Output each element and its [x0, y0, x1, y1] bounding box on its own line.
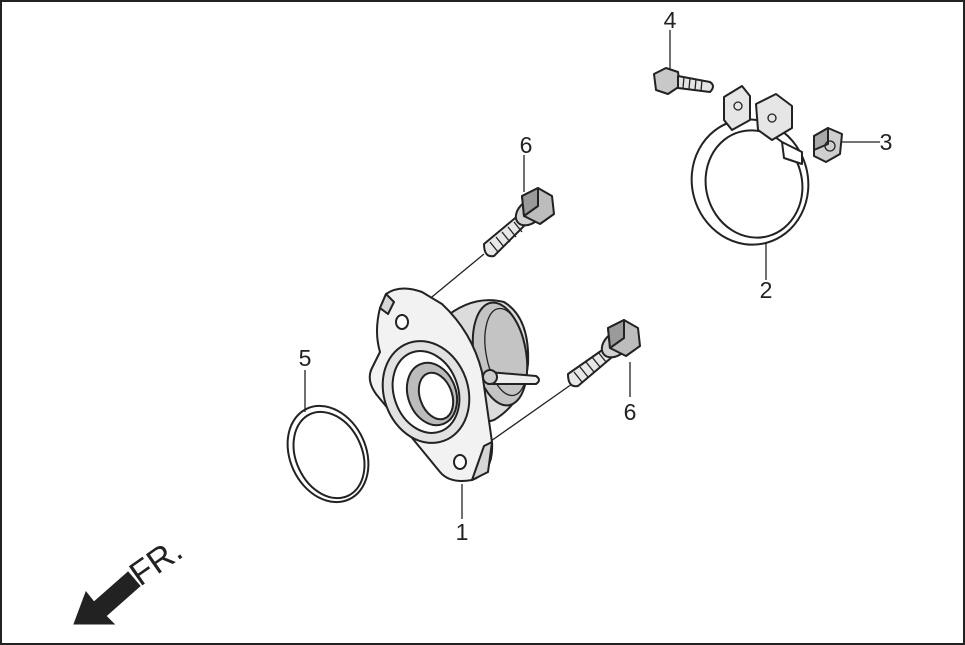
hub-bearing-assembly [368, 287, 540, 482]
callout-part-1: 1 [456, 519, 469, 545]
leader-lines [304, 30, 880, 519]
flange-bolt-upper [483, 187, 555, 258]
callout-part-3: 3 [880, 129, 893, 155]
flange-bolt-lower [567, 319, 641, 388]
callout-part-2: 2 [760, 277, 773, 303]
callout-part-6-upper: 6 [520, 132, 533, 158]
callout-part-6-lower: 6 [624, 399, 637, 425]
square-nut [813, 127, 843, 163]
callout-part-4: 4 [664, 7, 677, 33]
clamp-ring [690, 85, 810, 246]
callout-part-5: 5 [299, 345, 312, 371]
clamp-bolt [653, 67, 714, 95]
o-ring [286, 404, 370, 504]
front-direction-arrow [73, 571, 141, 625]
